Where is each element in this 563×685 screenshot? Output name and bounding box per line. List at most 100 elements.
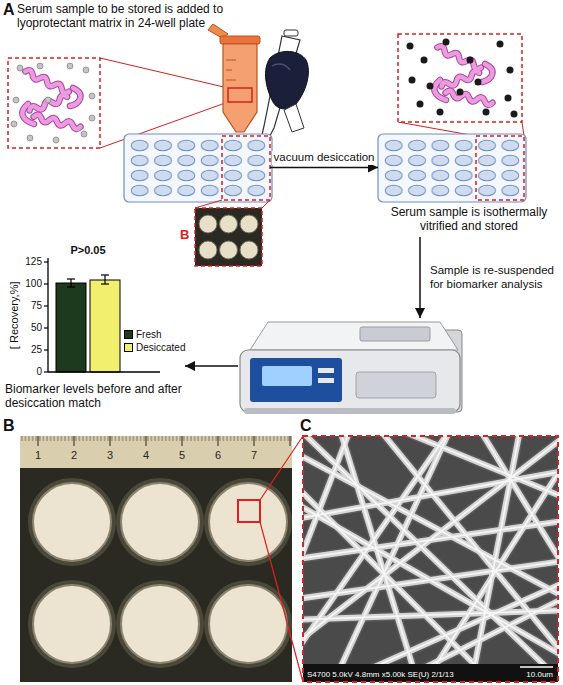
bar-chart-part-part (44, 327, 48, 328)
protein-zoom-right-part-part (457, 89, 464, 96)
bar-chart-part-part (67, 278, 75, 279)
spectrophotometer-part (356, 372, 436, 398)
pipette-hand-part (284, 30, 298, 36)
bar-chart-part (48, 371, 160, 372)
ruler-number: 7 (251, 449, 257, 462)
protein-zoom-right-part-part (437, 109, 444, 116)
well-photo-part (33, 483, 287, 663)
bar-chart-part (67, 275, 109, 287)
protein-zoom-right-part-part (483, 109, 490, 116)
well-photo-part-part (204, 478, 292, 566)
photo-inset-part-part (240, 241, 258, 259)
well-photo-part (260, 436, 303, 500)
spectrophotometer-part (250, 322, 458, 350)
sample-tube-part (220, 36, 260, 44)
axis-title: [ Recovery,%] (8, 281, 21, 349)
protein-zoom-left-part-part (13, 97, 19, 103)
sample-tube (208, 24, 260, 132)
well-plate-right (378, 134, 526, 202)
protein-zoom-right-part-part (497, 41, 504, 48)
spectrophotometer-part (244, 408, 456, 414)
legend-swatch (124, 330, 133, 339)
well-photo-part-part (121, 585, 199, 663)
spectrophotometer-part (360, 327, 430, 341)
legend-text: Desiccated (136, 342, 185, 354)
pipette-hand-part (284, 104, 304, 132)
bar-chart-part-part (44, 283, 48, 284)
protein-zoom-left-part (100, 58, 228, 88)
ruler-number: 6 (215, 449, 221, 462)
tick-label: 25 (31, 344, 42, 356)
protein-zoom-right-part-part (407, 43, 414, 50)
photo-inset (195, 208, 262, 266)
tick-label: 50 (31, 322, 42, 334)
sem-info: S4700 5.0kV 4.8mm x5.00k SE(U) 2/1/13 (307, 670, 454, 679)
well-plate-left-part (262, 200, 270, 208)
well-plate-left-part (128, 138, 268, 198)
bar-chart-part-part (101, 274, 109, 275)
photo-inset-part-part (199, 215, 217, 233)
well-plate-right-part (476, 136, 524, 200)
protein-zoom-left-part-part (81, 131, 87, 137)
photo-inset-part-part (220, 241, 238, 259)
sem-image (290, 430, 563, 685)
protein-zoom-right-part (398, 34, 522, 122)
well-plate-right-part (378, 134, 526, 202)
spectrophotometer-part (262, 366, 312, 386)
protein-zoom-right-part-part (511, 111, 518, 118)
sample-tube-part (226, 60, 236, 61)
sem-image-part-part (303, 436, 558, 664)
protein-zoom-right-part-part (505, 95, 512, 102)
process-arrow (185, 365, 238, 367)
well-photo-part (238, 500, 260, 522)
bar-chart-part-part (104, 275, 105, 284)
well-photo-part-part (33, 483, 111, 561)
well-photo-part-part (74, 436, 75, 446)
spectrophotometer-part (318, 378, 334, 383)
well-plate-left-part (195, 200, 222, 208)
ruler-number: 4 (143, 449, 149, 462)
storage-step: Serum sample is isothermally vitrified a… (378, 135, 560, 237)
well-photo-part (38, 436, 290, 446)
protein-zoom-left-part-part (17, 65, 23, 71)
protein-zoom-right-part-part (427, 83, 434, 90)
ruler-number: 3 (107, 449, 113, 462)
protein-zoom-right-part (434, 45, 493, 106)
well-photo-part-part (254, 436, 255, 446)
sem-image-part (303, 436, 558, 664)
spectrophotometer-part (250, 358, 342, 402)
well-plate-left (124, 134, 272, 208)
bar-chart-part (47, 258, 48, 372)
well-photo-part-part (28, 478, 116, 566)
analyzer-step (238, 318, 462, 418)
bar-chart-part (90, 280, 120, 372)
bar-chart-part-part (44, 261, 48, 262)
step-text: Serum sample to be stored is added to ly… (17, 2, 270, 31)
well-photo-part-part (116, 580, 204, 668)
protein-zoom-left-part (8, 58, 100, 148)
bar-chart-part-part (44, 305, 48, 306)
photo-inset-part (195, 208, 262, 266)
photo-inset-part-part (199, 241, 217, 259)
sample-tube-part (226, 80, 236, 81)
tick-label: 125 (25, 256, 42, 268)
sem-image-part (303, 436, 558, 682)
spectrophotometer (240, 322, 462, 414)
well-photo-part (260, 522, 303, 682)
well-photo-part (20, 436, 292, 468)
bar-chart-part-part (44, 371, 48, 372)
bar-chart-part-part (101, 283, 109, 284)
sample-tube-part (223, 44, 257, 132)
photo-inset-part-part (220, 215, 238, 233)
inset-letter: B (180, 228, 189, 243)
protein-zoom-right-part-part (417, 101, 424, 108)
bar-chart-part-part (44, 349, 48, 350)
sem-image-part (520, 666, 553, 668)
well-plate-left-part (124, 134, 272, 202)
bar-chart (44, 258, 160, 372)
scale-label: 10.0um (526, 670, 553, 679)
step-text: Biomarker levels before and after desicc… (5, 382, 185, 411)
spectrophotometer-part (318, 368, 334, 373)
